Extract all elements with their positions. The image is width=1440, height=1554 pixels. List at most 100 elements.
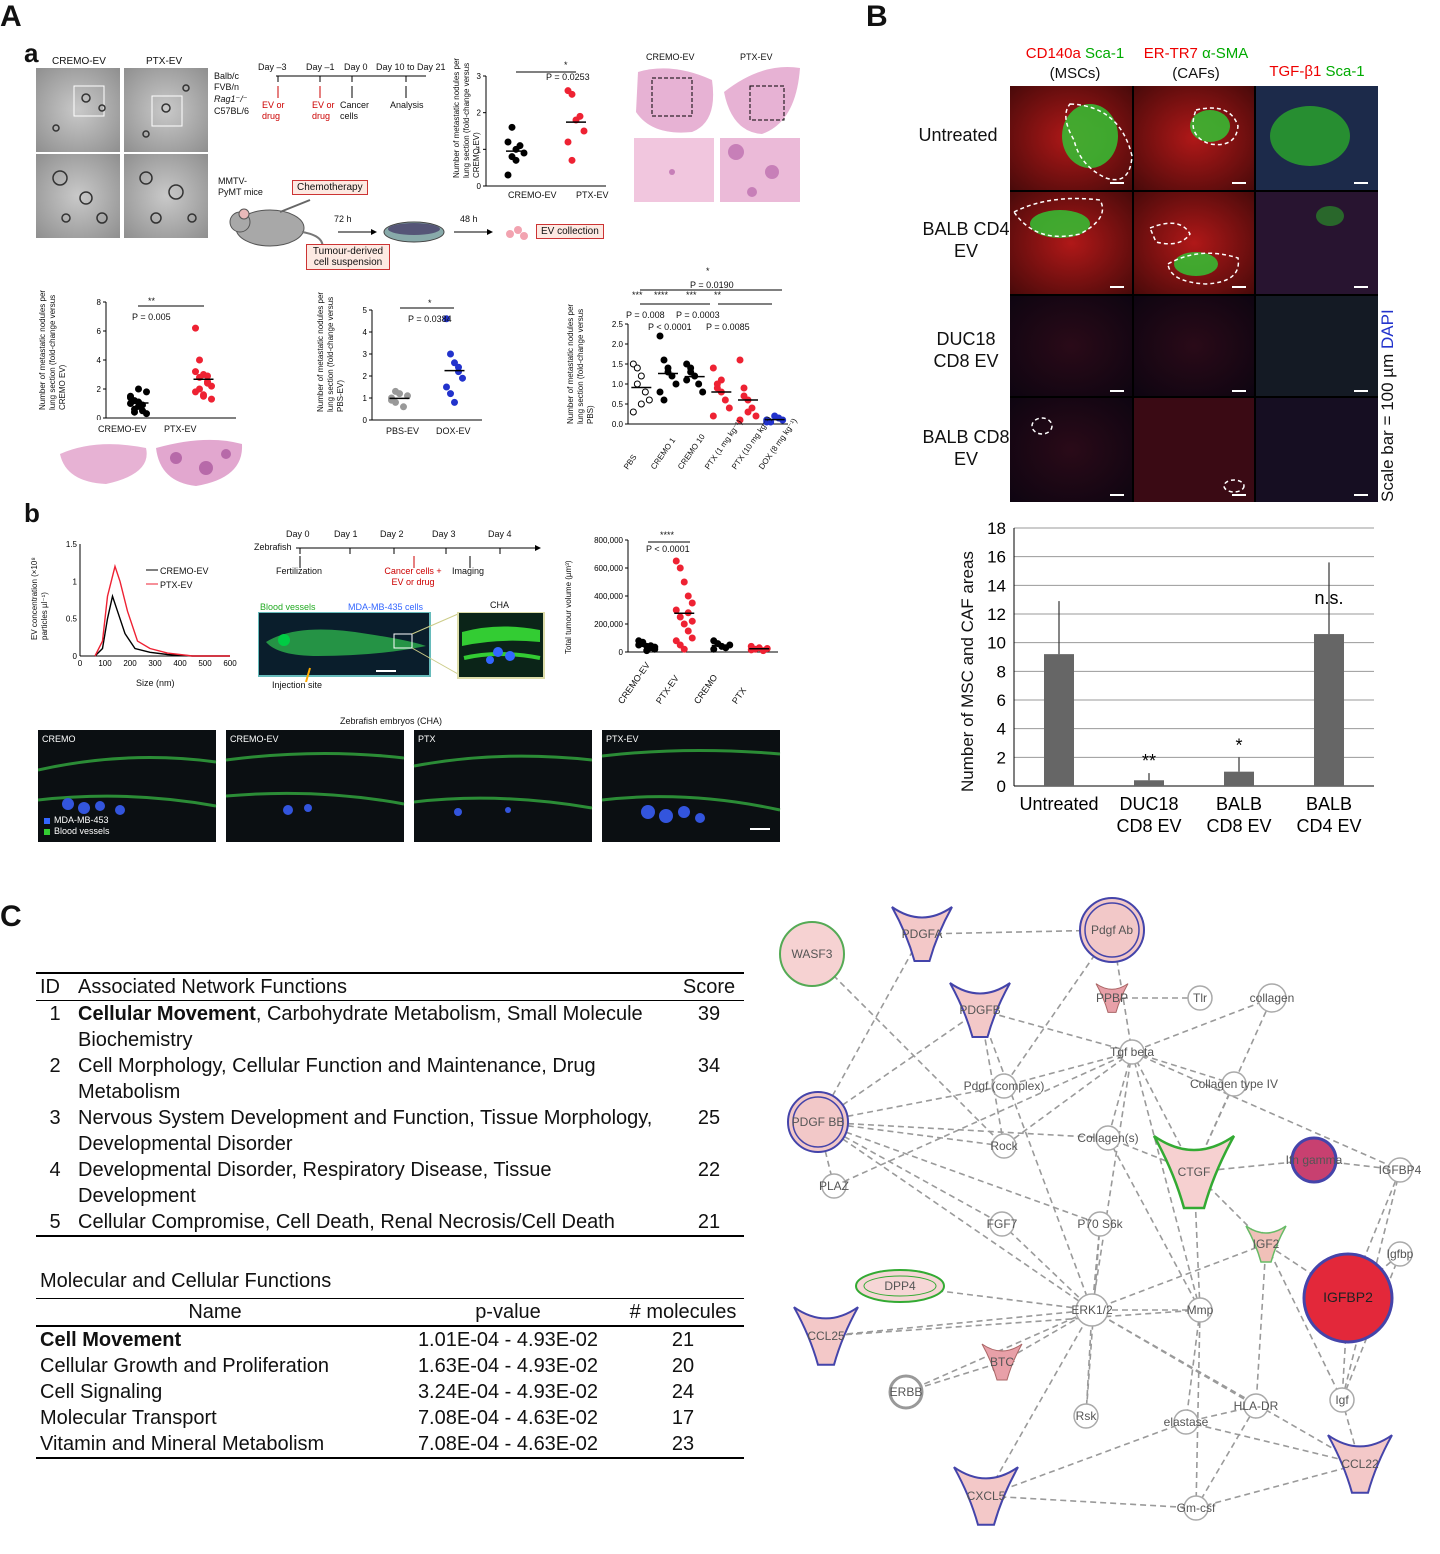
y-tick-label: 4 (997, 720, 1006, 739)
y-tick-label: 3 (477, 72, 482, 81)
network-node: ERK1/2 (1071, 1293, 1113, 1327)
data-point (192, 324, 199, 332)
network-node: CCL25 (793, 1306, 859, 1366)
x-tick-label: Untreated (1019, 794, 1098, 814)
node-shape (888, 1374, 924, 1410)
network-node: IGF2 (1245, 1225, 1287, 1263)
node-label: ERBB (890, 1385, 923, 1399)
plot2-ylabel: Number of metastatic nodules per lung se… (38, 289, 67, 410)
zebra-event-2: Imaging (452, 566, 485, 576)
cremo-ev-line (94, 593, 230, 657)
metastasis-plot-4: 0.00.51.01.52.02.5 (612, 289, 788, 429)
y-tick-label: 400,000 (594, 592, 623, 601)
network-edge (1131, 1051, 1402, 1172)
network-node: FGF7 (987, 1211, 1018, 1237)
lung-histology-2 (60, 439, 243, 486)
node-label: PDGFB (959, 1003, 1000, 1017)
y-tick-label: 0.5 (612, 400, 624, 409)
network-node: Ifn gamma (1286, 1136, 1343, 1184)
ev-collection-box: EV collection (536, 224, 604, 239)
network-node: Tgf beta (1110, 1039, 1154, 1065)
data-point (740, 384, 748, 392)
plot4-category-label: CREMO 1 (649, 436, 678, 472)
node-shape (991, 1133, 1017, 1159)
em-label-cremo: CREMO-EV (52, 56, 106, 67)
ptx-ev-line (94, 563, 230, 657)
y-tick-label: 1 (73, 577, 78, 586)
y-tick-label: 6 (97, 327, 102, 336)
y-tick-label: 14 (987, 576, 1006, 595)
plot4-stat-4: *** (686, 290, 697, 300)
data-point (672, 380, 680, 388)
node-shape (1187, 1297, 1213, 1323)
embryo-label-2: PTX (418, 734, 436, 744)
network-node: HLA-DR (1234, 1393, 1279, 1419)
panel-letter-c: C (0, 900, 22, 933)
network-edge (832, 1051, 1133, 1188)
network-edge (1130, 997, 1273, 1054)
data-point (683, 376, 691, 384)
y-tick-label: 0 (477, 182, 482, 191)
node-label: DPP4 (884, 1279, 916, 1293)
node-label: PLAZ (819, 1179, 849, 1193)
node-label: FGF7 (987, 1217, 1018, 1231)
y-tick-label: 8 (97, 298, 102, 307)
x-tick-label: 500 (198, 659, 212, 668)
network-edge (985, 1309, 1093, 1498)
embryo-label-0: CREMO (42, 734, 76, 744)
network-edge (817, 932, 923, 1123)
network-node: BTC (981, 1343, 1023, 1381)
network-edge (817, 1121, 1094, 1311)
data-point (710, 645, 718, 653)
zebra-event-1: Cancer cells + EV or drug (384, 566, 442, 587)
y-tick-label: 0 (997, 777, 1006, 796)
embryo-label-1: CREMO-EV (230, 734, 279, 744)
node-label: CCL22 (1341, 1457, 1379, 1471)
node-shape (1327, 1434, 1393, 1494)
y-tick-label: 2 (363, 372, 368, 381)
network-edge (1091, 1309, 1362, 1465)
data-point (568, 90, 576, 98)
node-label: Tlr (1193, 991, 1207, 1005)
node-shape (1073, 1403, 1099, 1429)
node-label: CCL25 (807, 1329, 845, 1343)
y-tick-label: 1 (477, 145, 482, 154)
x-tick-label: BALB (1216, 794, 1262, 814)
table2-header: Name p-value # molecules (36, 1298, 744, 1326)
data-point (392, 387, 399, 395)
data-point (747, 646, 755, 654)
data-point (196, 356, 203, 364)
network-edge (1002, 1051, 1133, 1090)
network-edge (1181, 1309, 1201, 1424)
plot2-cat2: PTX-EV (164, 424, 197, 434)
mouse-workflow-diagram (229, 199, 528, 251)
node-shape-inner (1084, 902, 1140, 958)
embryo-legend-1: Blood vessels (54, 826, 110, 836)
network-edge (1131, 1051, 1204, 1312)
node-shape (779, 921, 845, 987)
y-tick-label: 6 (997, 691, 1006, 710)
table1-header: ID Associated Network Functions Score (36, 973, 744, 1001)
data-point (637, 372, 645, 380)
network-edge (984, 1421, 1187, 1499)
node-shape (1095, 1125, 1121, 1151)
network-edge (1340, 1253, 1401, 1402)
tumour-ylabel: Total tumour volume (µm³) (564, 560, 573, 654)
y-tick-label: 0 (619, 648, 624, 657)
y-tick-label: 2.0 (612, 340, 624, 349)
node-shape (1329, 1387, 1355, 1413)
node-shape (1302, 1252, 1394, 1344)
node-shape (1075, 1293, 1109, 1327)
y-tick-label: 600,000 (594, 564, 623, 573)
plot4-category-label: PBS (622, 452, 639, 472)
data-point (676, 613, 684, 621)
network-edge (1087, 1051, 1133, 1312)
plot1-star: * (564, 60, 568, 70)
network-node: CTGF (1152, 1134, 1236, 1210)
network-edge (1265, 1243, 1343, 1402)
lung-histology (634, 67, 800, 202)
plot2-p: P = 0.005 (132, 312, 171, 322)
significance-label: ** (1142, 751, 1156, 771)
embryo-images (38, 730, 781, 842)
